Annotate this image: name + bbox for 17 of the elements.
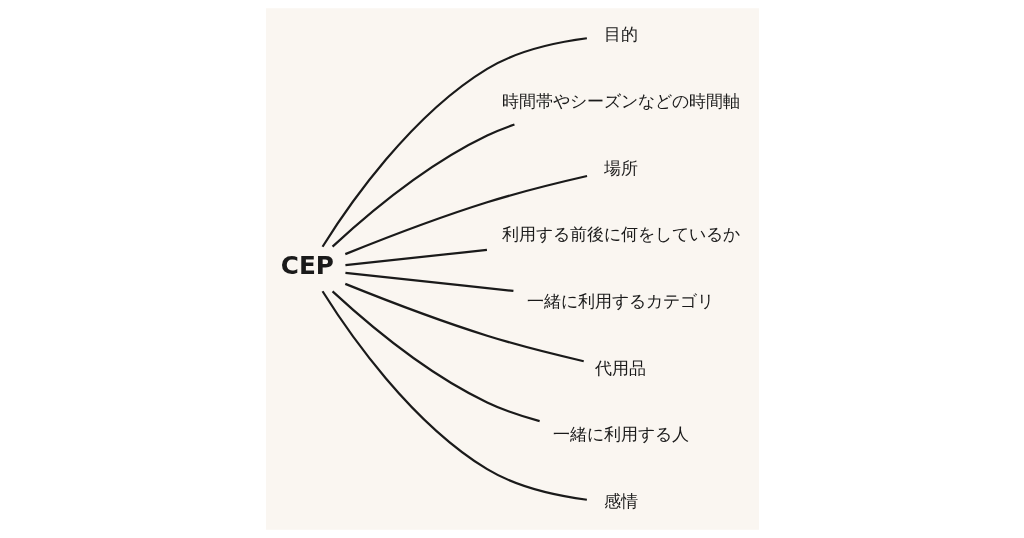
- connector: [321, 37, 587, 248]
- connector: [321, 290, 587, 501]
- node-text: 目的: [603, 24, 638, 45]
- node-text: 代用品: [594, 357, 646, 378]
- node-text: CEP: [280, 250, 334, 280]
- connector: [344, 248, 487, 267]
- connector: [344, 271, 514, 293]
- connector: [344, 174, 587, 256]
- node-text: 感情: [603, 491, 638, 512]
- node-text: 一緒に利用する人: [552, 424, 689, 445]
- node-text: 場所: [603, 157, 638, 178]
- connector: [344, 282, 584, 363]
- node-text: 利用する前後に何をしているか: [501, 224, 740, 245]
- connector: [331, 123, 515, 248]
- node-text: 時間帯やシーズンなどの時間軸: [501, 90, 740, 111]
- connector: [331, 290, 540, 423]
- node-text: 一緒に利用するカテゴリ: [526, 290, 714, 311]
